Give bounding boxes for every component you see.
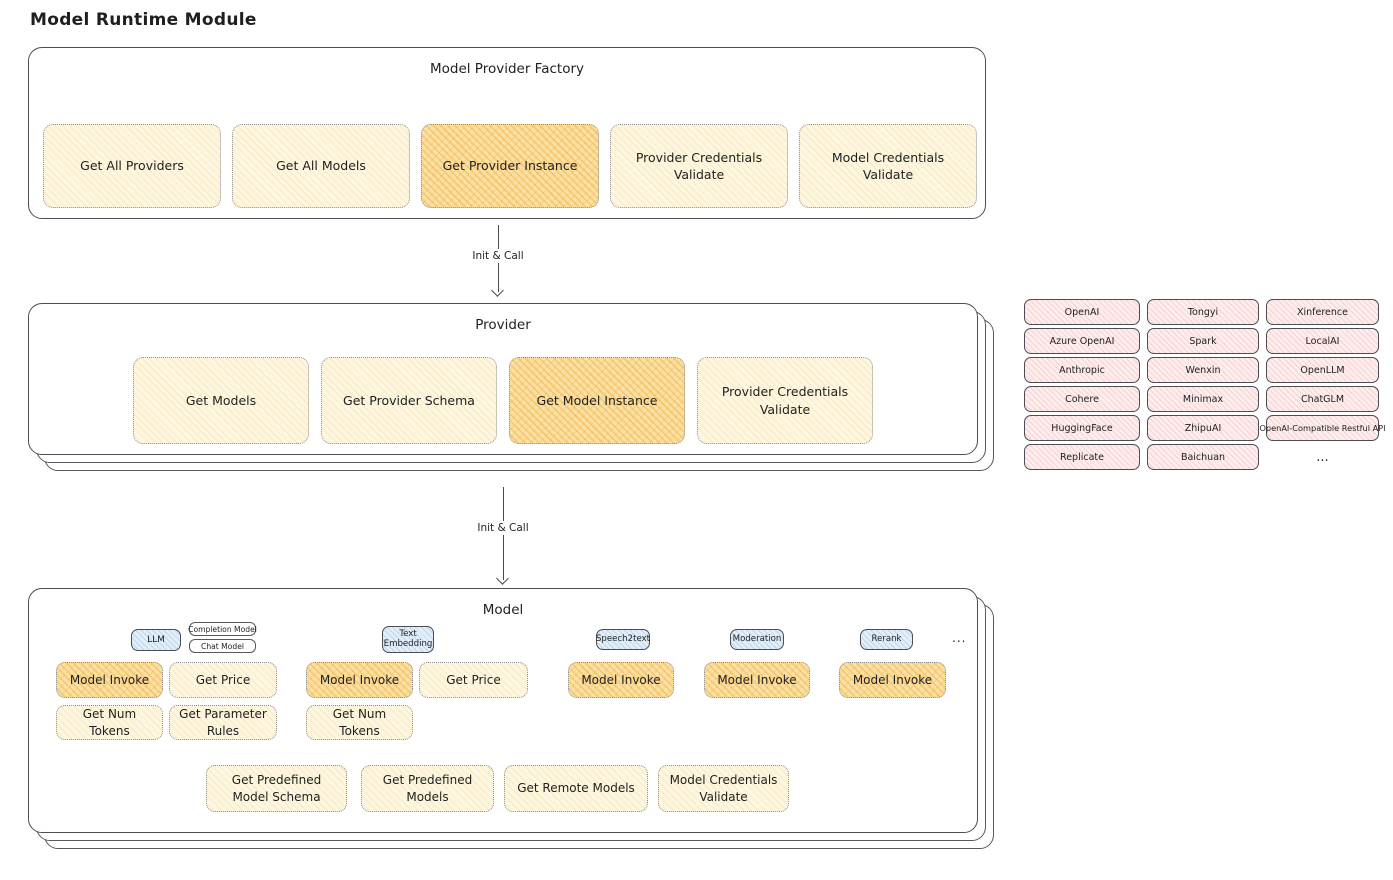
- node-embedding-model-invoke: Model Invoke: [306, 662, 413, 698]
- provider-item: ZhipuAI: [1147, 415, 1259, 441]
- provider-item: Baichuan: [1147, 444, 1259, 470]
- badge-moderation: Moderation: [730, 629, 784, 650]
- badge-speech2text: Speech2text: [596, 629, 650, 650]
- node-llm-get-price: Get Price: [169, 662, 277, 698]
- node-llm-get-parameter-rules: Get Parameter Rules: [169, 705, 277, 740]
- provider-item: Replicate: [1024, 444, 1140, 470]
- factory-actions-row: Get All Providers Get All Models Get Pro…: [29, 124, 985, 208]
- arrow-label: Init & Call: [472, 521, 534, 535]
- provider-list-ellipsis: ...: [1316, 449, 1329, 465]
- arrow-provider-to-model: Init & Call: [472, 487, 534, 585]
- model-panel: Model LLM Completion Model Chat Model Te…: [28, 588, 978, 833]
- provider-item: OpenAI-Compatible Restful API: [1259, 415, 1386, 441]
- badge-chat-model: Chat Model: [189, 639, 256, 653]
- provider-actions-row: Get Models Get Provider Schema Get Model…: [29, 357, 977, 444]
- node-model-credentials-validate: Model Credentials Validate: [799, 124, 977, 208]
- node-embedding-get-price: Get Price: [419, 662, 528, 698]
- arrow-head-icon: [491, 284, 504, 297]
- provider-item: ChatGLM: [1266, 386, 1379, 412]
- node-get-predefined-model-schema: Get Predefined Model Schema: [206, 765, 347, 812]
- node-provider-credentials-validate-2: Provider Credentials Validate: [697, 357, 873, 444]
- provider-panel-title: Provider: [475, 317, 531, 333]
- badge-text-embedding: Text Embedding: [382, 626, 434, 653]
- diagram-title: Model Runtime Module: [30, 10, 257, 30]
- model-panel-title: Model: [482, 602, 524, 618]
- node-rerank-model-invoke: Model Invoke: [839, 662, 946, 698]
- provider-item: Minimax: [1147, 386, 1259, 412]
- node-speech2text-model-invoke: Model Invoke: [568, 662, 674, 698]
- badge-completion-model: Completion Model: [188, 622, 257, 636]
- provider-item: Spark: [1147, 328, 1259, 354]
- provider-item: OpenAI: [1024, 299, 1140, 325]
- provider-item: OpenLLM: [1266, 357, 1379, 383]
- factory-panel: Model Provider Factory Get All Providers…: [28, 47, 986, 219]
- provider-item: Wenxin: [1147, 357, 1259, 383]
- provider-item: Azure OpenAI: [1024, 328, 1140, 354]
- node-get-models: Get Models: [133, 357, 309, 444]
- node-model-credentials-validate-2: Model Credentials Validate: [658, 765, 789, 812]
- factory-panel-title: Model Provider Factory: [429, 61, 584, 77]
- provider-item: Tongyi: [1147, 299, 1259, 325]
- provider-item: Anthropic: [1024, 357, 1140, 383]
- provider-panel: Provider Get Models Get Provider Schema …: [28, 303, 978, 455]
- arrow-factory-to-provider: Init & Call: [467, 225, 529, 297]
- node-embedding-get-num-tokens: Get Num Tokens: [306, 705, 413, 740]
- provider-item: Xinference: [1266, 299, 1379, 325]
- provider-item: HuggingFace: [1024, 415, 1140, 441]
- provider-item: LocalAI: [1266, 328, 1379, 354]
- node-llm-get-num-tokens: Get Num Tokens: [56, 705, 163, 740]
- node-get-provider-schema: Get Provider Schema: [321, 357, 497, 444]
- node-get-provider-instance: Get Provider Instance: [421, 124, 599, 208]
- arrow-label: Init & Call: [467, 249, 529, 263]
- node-get-all-providers: Get All Providers: [43, 124, 221, 208]
- badge-llm: LLM: [131, 629, 181, 651]
- node-get-all-models: Get All Models: [232, 124, 410, 208]
- model-types-ellipsis: ...: [952, 631, 967, 645]
- node-llm-model-invoke: Model Invoke: [56, 662, 163, 698]
- node-get-remote-models: Get Remote Models: [504, 765, 648, 812]
- arrow-head-icon: [496, 572, 509, 585]
- node-moderation-model-invoke: Model Invoke: [704, 662, 810, 698]
- node-get-predefined-models: Get Predefined Models: [361, 765, 494, 812]
- provider-list-grid: OpenAI Tongyi Xinference Azure OpenAI Sp…: [1024, 299, 1386, 470]
- node-provider-credentials-validate: Provider Credentials Validate: [610, 124, 788, 208]
- node-get-model-instance: Get Model Instance: [509, 357, 685, 444]
- provider-item: Cohere: [1024, 386, 1140, 412]
- badge-rerank: Rerank: [860, 629, 913, 650]
